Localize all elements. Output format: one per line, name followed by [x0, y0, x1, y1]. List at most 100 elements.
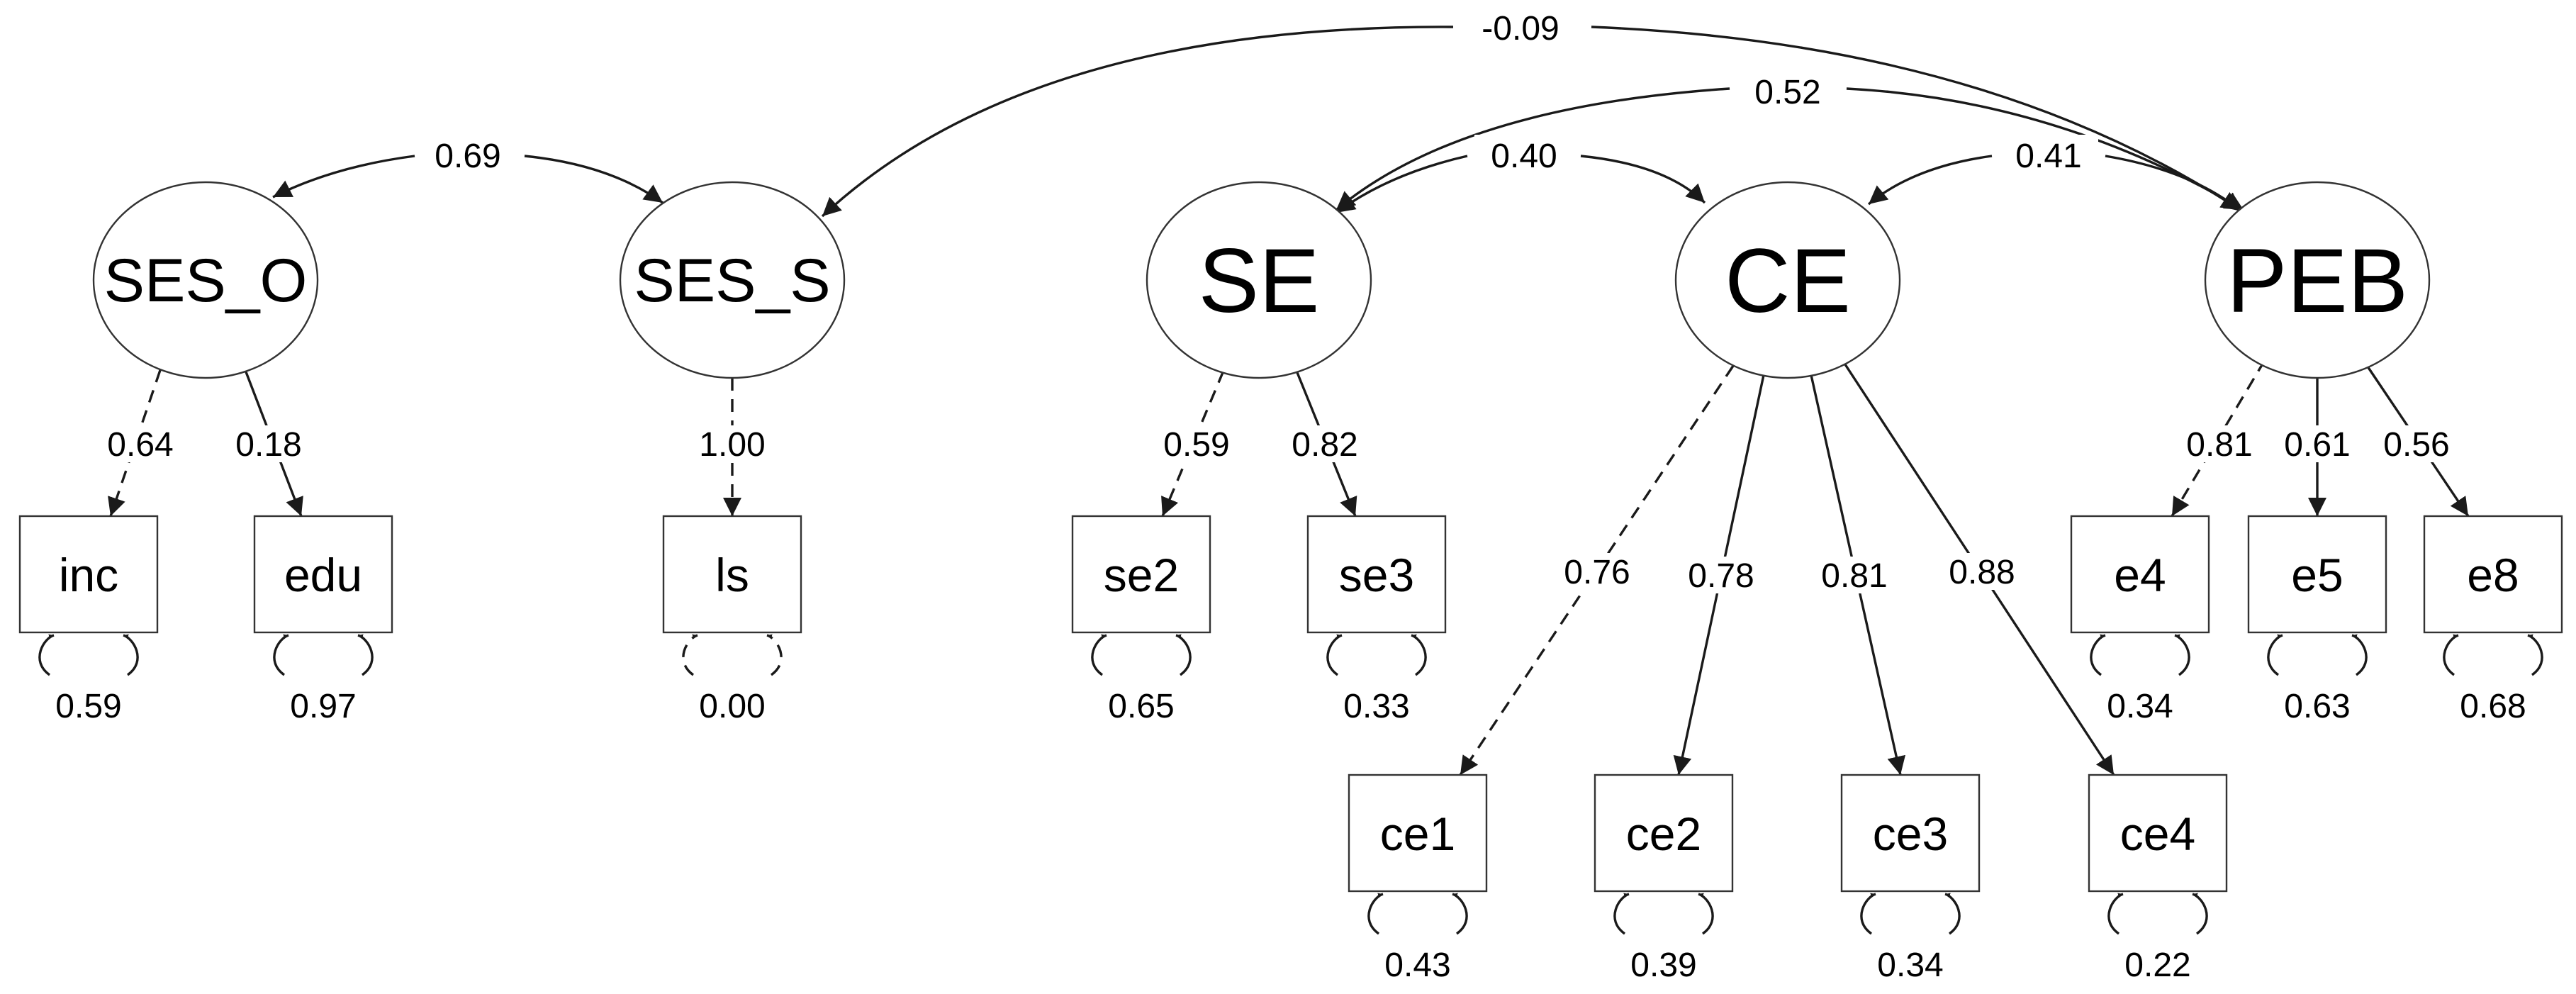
- coef-loading-ce3-text: 0.81: [1821, 557, 1887, 595]
- coef-loading-inc: 0.64: [96, 425, 185, 464]
- variance-loop-left-ce4: [2107, 893, 2124, 935]
- variance-loop-right-e4: [2174, 634, 2190, 676]
- observed-se3-label: se3: [1339, 549, 1414, 601]
- latent-peb-label: PEB: [2227, 230, 2408, 332]
- coef-loading-e5: 0.61: [2273, 425, 2362, 464]
- latent-ses-s-label: SES_S: [634, 247, 830, 315]
- variance-ce4: 0.22: [2124, 946, 2190, 984]
- variance-loop-left-ls: [682, 634, 698, 676]
- coef-path-peb-ce: 0.41: [1999, 135, 2098, 177]
- coef-loading-ls: 1.00: [688, 425, 777, 464]
- variance-loop-right-ce3: [1944, 893, 1961, 935]
- observed-se2-label: se2: [1104, 549, 1179, 601]
- observed-ce4: ce4: [2088, 774, 2228, 893]
- observed-edu: edu: [253, 515, 393, 634]
- variance-loop-right-ls: [766, 634, 783, 676]
- coef-loading-ce1-text: 0.76: [1564, 554, 1630, 591]
- variance-ce3: 0.34: [1877, 946, 1943, 984]
- observed-ce2-label: ce2: [1626, 808, 1701, 860]
- latent-ses-s: SES_S: [619, 181, 846, 379]
- variance-loop-right-inc: [123, 634, 139, 676]
- variance-loop-left-se2: [1091, 634, 1107, 676]
- coef-path-peb-se: 0.52: [1737, 71, 1839, 113]
- variance-loop-right-ce4: [2192, 893, 2208, 935]
- variance-loop-left-edu: [273, 634, 289, 676]
- observed-inc-label: inc: [59, 549, 118, 601]
- coefficient-labels: 0.69 -0.09 0.52 0.40 0.41 0.64 0.18: [96, 7, 2461, 595]
- variance-loop-right-e5: [2351, 634, 2368, 676]
- observed-ce1: ce1: [1348, 774, 1488, 893]
- variance-loop-right-edu: [357, 634, 374, 676]
- variance-loop-right-ce1: [1452, 893, 1468, 935]
- variance-ce1: 0.43: [1384, 946, 1450, 984]
- latent-variables: SES_O SES_S SE CE PEB: [92, 181, 2431, 379]
- coef-loading-ce4-text: 0.88: [1949, 554, 2015, 591]
- coef-loading-edu-text: 0.18: [235, 426, 301, 464]
- variance-edu: 0.97: [290, 688, 356, 725]
- variance-loop-left-ce2: [1613, 893, 1630, 935]
- variance-inc: 0.59: [55, 688, 121, 725]
- coef-loading-e4-text: 0.81: [2186, 426, 2252, 464]
- coef-path-ses-o-ses-s: 0.69: [418, 135, 517, 177]
- observed-e8: e8: [2423, 515, 2563, 634]
- path-edge-se-ce-left: [1335, 155, 1468, 214]
- variance-se2: 0.65: [1108, 688, 1174, 725]
- observed-e4-label: e4: [2114, 549, 2166, 601]
- coef-loading-e5-text: 0.61: [2284, 426, 2350, 464]
- observed-ce3-label: ce3: [1873, 808, 1948, 860]
- observed-ls: ls: [662, 515, 802, 634]
- variance-e4: 0.34: [2107, 688, 2173, 725]
- path-edge-peb-ses-s-left: [821, 26, 1454, 218]
- variance-e8: 0.68: [2460, 688, 2526, 725]
- observed-e4: e4: [2070, 515, 2210, 634]
- variance-loop-left-se3: [1326, 634, 1343, 676]
- coef-path-peb-ses-s: -0.09: [1459, 7, 1583, 50]
- variance-loop-left-e8: [2443, 634, 2459, 676]
- coef-path-se-ce-text: 0.40: [1491, 138, 1557, 175]
- path-edge-peb-ses-s-right: [1591, 26, 2241, 211]
- latent-ses-o-label: SES_O: [104, 247, 308, 315]
- variance-loop-left-e5: [2267, 634, 2283, 676]
- coef-loading-edu: 0.18: [224, 425, 313, 464]
- variance-layer: [38, 634, 2543, 935]
- coef-path-se-ce: 0.40: [1474, 135, 1574, 177]
- observed-se2: se2: [1071, 515, 1211, 634]
- variance-loop-left-ce3: [1860, 893, 1876, 935]
- variance-loop-right-se2: [1175, 634, 1192, 676]
- loading-edge-inc: [108, 369, 162, 517]
- observed-se3: se3: [1306, 515, 1447, 634]
- observed-variables: inc edu ls se2 se3 ce1 ce2 ce3: [18, 515, 2563, 893]
- coef-loading-se2: 0.59: [1152, 425, 1241, 464]
- variance-labels: 0.59 0.97 0.00 0.65 0.33 0.43 0.39 0.34 …: [55, 688, 2526, 984]
- path-edge-peb-ce-right: [2105, 155, 2243, 213]
- path-edge-peb-se-left: [1335, 87, 1730, 211]
- variance-se3: 0.33: [1343, 688, 1409, 725]
- coef-path-peb-se-text: 0.52: [1754, 74, 1820, 111]
- latent-ce: CE: [1674, 181, 1901, 379]
- observed-inc: inc: [18, 515, 159, 634]
- observed-e5-label: e5: [2291, 549, 2343, 601]
- path-edge-ses-o-ses-s-left: [272, 155, 415, 199]
- observed-ce4-label: ce4: [2120, 808, 2195, 860]
- observed-e5: e5: [2247, 515, 2387, 634]
- path-edge-peb-ce-left: [1867, 155, 1993, 206]
- latent-ses-o: SES_O: [92, 181, 319, 379]
- path-edge-se-ce-right: [1580, 155, 1706, 204]
- variance-e5: 0.63: [2284, 688, 2350, 725]
- coef-loading-ce2-text: 0.78: [1688, 557, 1754, 595]
- coef-path-peb-ce-text: 0.41: [2015, 138, 2081, 175]
- path-edge-ses-o-ses-s-right: [524, 155, 663, 204]
- coef-loading-ls-text: 1.00: [699, 426, 765, 464]
- coef-loading-ce4: 0.88: [1937, 553, 2027, 591]
- loading-edge-se2: [1161, 370, 1225, 517]
- observed-e8-label: e8: [2467, 549, 2519, 601]
- observed-edu-label: edu: [284, 549, 362, 601]
- coef-loading-ce3: 0.81: [1810, 557, 1899, 595]
- observed-ce2: ce2: [1594, 774, 1734, 893]
- coef-loading-se3: 0.82: [1280, 425, 1370, 464]
- coef-loading-e8-text: 0.56: [2383, 426, 2449, 464]
- coef-loading-se2-text: 0.59: [1163, 426, 1229, 464]
- coef-loading-e8: 0.56: [2372, 425, 2461, 464]
- coef-loading-se3-text: 0.82: [1292, 426, 1357, 464]
